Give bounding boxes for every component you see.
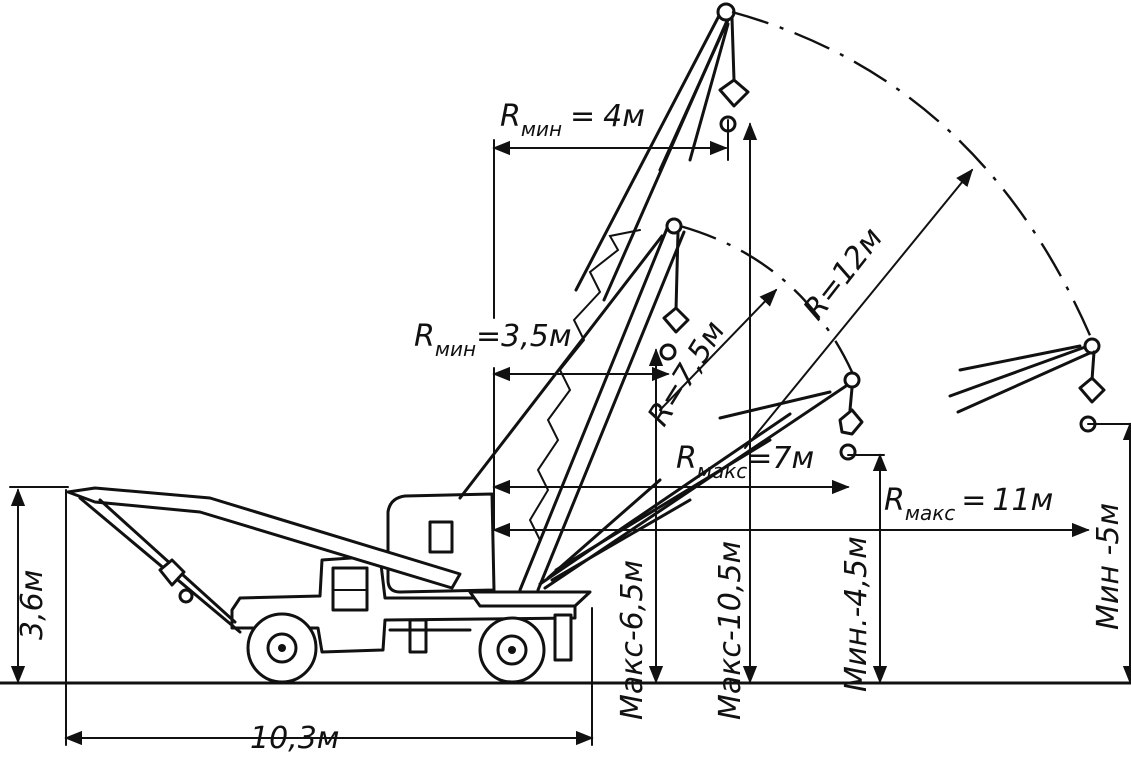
label-rmax-low: Rмакс=7м: [676, 441, 814, 483]
label-height-max-low: Макс-6,5м: [615, 560, 650, 720]
svg-text:Rмакс=11м: Rмакс=11м: [884, 483, 1053, 525]
label-height-min-low: Мин.-4,5м: [839, 536, 874, 692]
label-height-base: 3,6м: [15, 570, 50, 640]
label-height-min-high: Мин -5м: [1091, 503, 1126, 630]
svg-text:Rмин=4м: Rмин=4м: [500, 99, 645, 141]
label-rmin-low: Rмин=3,5м: [414, 319, 572, 361]
label-radius-outer: R=12м: [797, 221, 890, 327]
svg-text:Rмин=3,5м: Rмин=3,5м: [414, 319, 572, 361]
svg-text:Rмакс=7м: Rмакс=7м: [676, 441, 814, 483]
arc-outer: [731, 10, 1094, 341]
truck: [66, 486, 592, 684]
long-boom: [574, 2, 1106, 433]
label-length-total: 10,3м: [250, 721, 339, 756]
arc-inner: [679, 224, 854, 373]
label-height-max-high: Макс-10,5м: [713, 541, 748, 720]
label-rmin-high: Rмин=4м: [500, 99, 645, 141]
radius-arrow-outer: [744, 168, 974, 449]
label-rmax-high: Rмакс=11м: [884, 483, 1053, 525]
